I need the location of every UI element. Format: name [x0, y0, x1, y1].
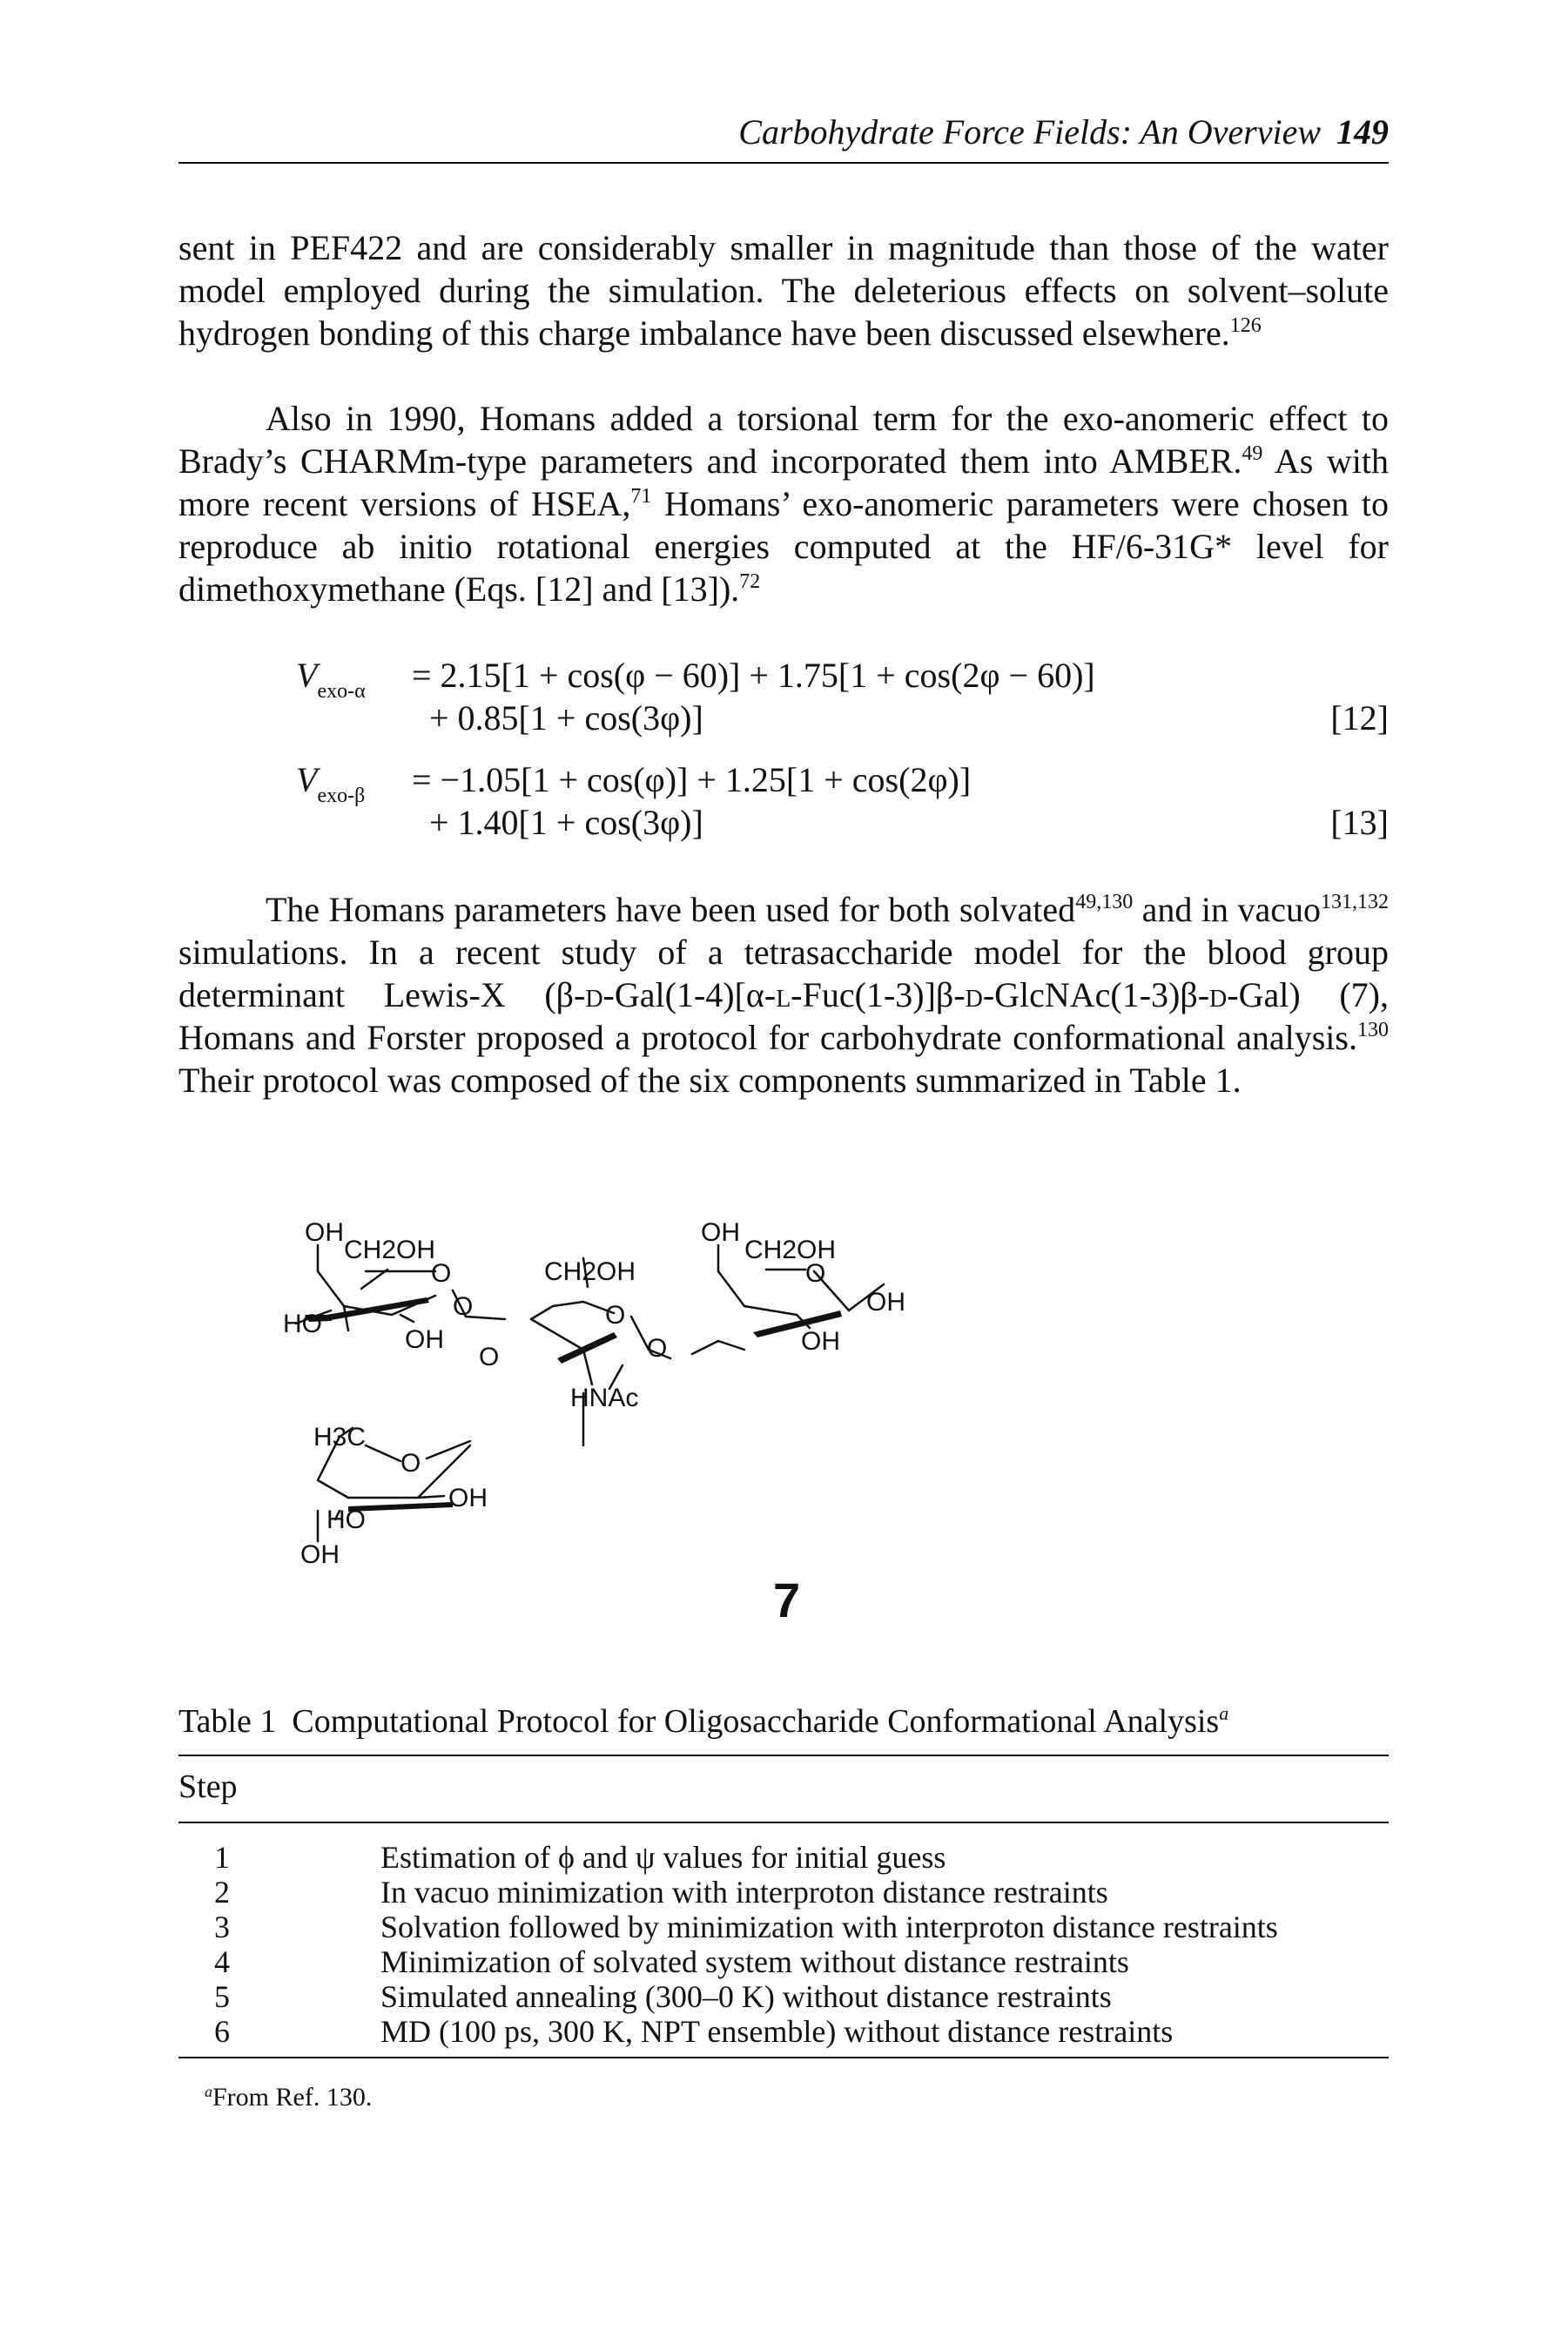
glycosidic-oxygen-label: O — [479, 1343, 499, 1371]
equation-13-line-1: Vexo-β = −1.05[1 + cos(φ)] + 1.25[1 + co… — [178, 759, 1389, 807]
table-cell-step: 6 — [214, 2014, 230, 2049]
table-cell-description: Estimation of ϕ and ψ values for initial… — [380, 1840, 946, 1875]
table-caption: Table 1 Computational Protocol for Oligos… — [178, 1702, 1228, 1741]
footnote-text: From Ref. 130. — [212, 2083, 373, 2112]
table-top-rule — [178, 1755, 1389, 1756]
paragraph-2-text-a: Also in 1990, Homans added a torsional t… — [178, 399, 1389, 481]
equation-13-number: [13] — [1330, 803, 1389, 842]
table-cell-description: In vacuo minimization with interproton d… — [380, 1875, 1108, 1910]
reference-49: 49 — [1242, 442, 1263, 465]
paragraph-3-text-c: simulations. In a recent study of a tetr… — [178, 933, 1389, 1014]
table-row: 5 Simulated annealing (300–0 K) without … — [178, 1978, 1389, 2014]
page-number: 149 — [1336, 112, 1389, 152]
equation-12-line-1: Vexo-α = 2.15[1 + cos(φ − 60)] + 1.75[1 … — [178, 655, 1389, 703]
paragraph-2: Also in 1990, Homans added a torsional t… — [178, 397, 1389, 610]
table-cell-description: Minimization of solvated system without … — [380, 1944, 1129, 1979]
equation-13-line-2: + 1.40[1 + cos(3φ)] [13] — [178, 802, 1389, 845]
table-row: 4 Minimization of solvated system withou… — [178, 1943, 1389, 1979]
paragraph-3-text-a: The Homans parameters have been used for… — [266, 890, 1076, 929]
equation-12-line-2: + 0.85[1 + cos(3φ)] [12] — [178, 697, 1389, 740]
reference-130: 130 — [1357, 1019, 1389, 1041]
table-label: Table 1 — [178, 1703, 277, 1740]
equation-13-rhs-2: + 1.40[1 + cos(3φ)] — [429, 803, 703, 842]
ch2oh-label: CH2OH — [544, 1257, 636, 1286]
table-cell-description: Solvation followed by minimization with … — [380, 1910, 1278, 1944]
oh-label: OH — [405, 1325, 444, 1354]
reference-126: 126 — [1229, 314, 1262, 337]
paragraph-1-text: sent in PEF422 and are considerably smal… — [178, 228, 1389, 353]
paragraph-2-text-c: Homans’ exo-anomeric parameters were cho… — [178, 484, 1389, 609]
equation-12-rhs-2: + 0.85[1 + cos(3φ)] — [429, 698, 703, 738]
glycosidic-oxygen-label: O — [453, 1292, 473, 1321]
reference-71: 71 — [630, 485, 652, 508]
oh-label: OH — [448, 1484, 488, 1512]
methyl-label: H3C — [313, 1423, 366, 1452]
ho-label: HO — [326, 1506, 366, 1534]
paragraph-3-text-b: and in vacuo — [1133, 890, 1321, 929]
table-footnote: aFrom Ref. 130. — [205, 2083, 372, 2112]
table-caption-note-mark: a — [1219, 1702, 1229, 1724]
equation-13-rhs-1: = −1.05[1 + cos(φ)] + 1.25[1 + cos(2φ)] — [412, 760, 972, 799]
table-cell-step: 2 — [214, 1875, 230, 1910]
equation-13-lhs: Vexo-β — [296, 760, 366, 807]
oh-label: OH — [300, 1540, 340, 1569]
ho-label: HO — [283, 1310, 322, 1338]
footnote-mark: a — [205, 2083, 212, 2100]
oh-label: OH — [801, 1327, 840, 1356]
table-cell-step: 1 — [214, 1840, 230, 1875]
ring-oxygen-label: O — [805, 1259, 825, 1288]
table-header-rule — [178, 1822, 1389, 1823]
equation-12-rhs-1: = 2.15[1 + cos(φ − 60)] + 1.75[1 + cos(2… — [412, 656, 1095, 695]
running-header: Carbohydrate Force Fields: An Overview 14… — [738, 111, 1389, 152]
table-caption-text: Computational Protocol for Oligosacchari… — [292, 1703, 1220, 1740]
table-row: 2 In vacuo minimization with interproton… — [178, 1874, 1389, 1910]
table-column-header: Step — [178, 1768, 238, 1805]
oh-label: OH — [701, 1219, 740, 1247]
hnac-label: HNAc — [570, 1384, 638, 1412]
ring-oxygen-label: O — [431, 1259, 451, 1288]
table-cell-step: 4 — [214, 1944, 230, 1979]
table-cell-step: 3 — [214, 1910, 230, 1944]
paragraph-3: The Homans parameters have been used for… — [178, 890, 1389, 1100]
glycosidic-oxygen-label: O — [647, 1334, 667, 1363]
table-row: 3 Solvation followed by minimization wit… — [178, 1909, 1389, 1944]
oh-label: OH — [866, 1288, 905, 1317]
table-row: 1 Estimation of ϕ and ψ values for initi… — [178, 1839, 1389, 1875]
reference-131-132: 131,132 — [1321, 891, 1389, 913]
table-body: 1 Estimation of ϕ and ψ values for initi… — [178, 1839, 1389, 2049]
ch2oh-label: CH2OH — [344, 1236, 435, 1264]
equation-12-lhs: Vexo-α — [296, 656, 366, 703]
compound-number-label: 7 — [773, 1573, 801, 1627]
reference-49-130: 49,130 — [1075, 891, 1134, 913]
ring-oxygen-label: O — [605, 1301, 625, 1330]
table-cell-description: MD (100 ps, 300 K, NPT ensemble) without… — [380, 2014, 1174, 2049]
table-cell-description: Simulated annealing (300–0 K) without di… — [380, 1979, 1112, 2014]
ch2oh-label: CH2OH — [744, 1236, 836, 1264]
tetrasaccharide-structure-figure: OH CH2OH O HO OH O CH2OH O O HNAc O OH C… — [283, 1219, 905, 1569]
table-cell-step: 5 — [214, 1979, 230, 2014]
header-rule — [178, 162, 1389, 164]
running-title: Carbohydrate Force Fields: An Overview — [738, 112, 1321, 152]
paragraph-1: sent in PEF422 and are considerably smal… — [178, 226, 1389, 354]
ring-oxygen-label: O — [400, 1449, 421, 1478]
reference-72: 72 — [739, 570, 761, 593]
table-bottom-rule — [178, 2057, 1389, 2058]
table-row: 6 MD (100 ps, 300 K, NPT ensemble) witho… — [178, 2013, 1389, 2049]
oh-label: OH — [305, 1219, 344, 1247]
equation-12-number: [12] — [1330, 698, 1389, 738]
paragraph-2-text-b: As with more recent versions of HSEA, — [178, 441, 1389, 523]
